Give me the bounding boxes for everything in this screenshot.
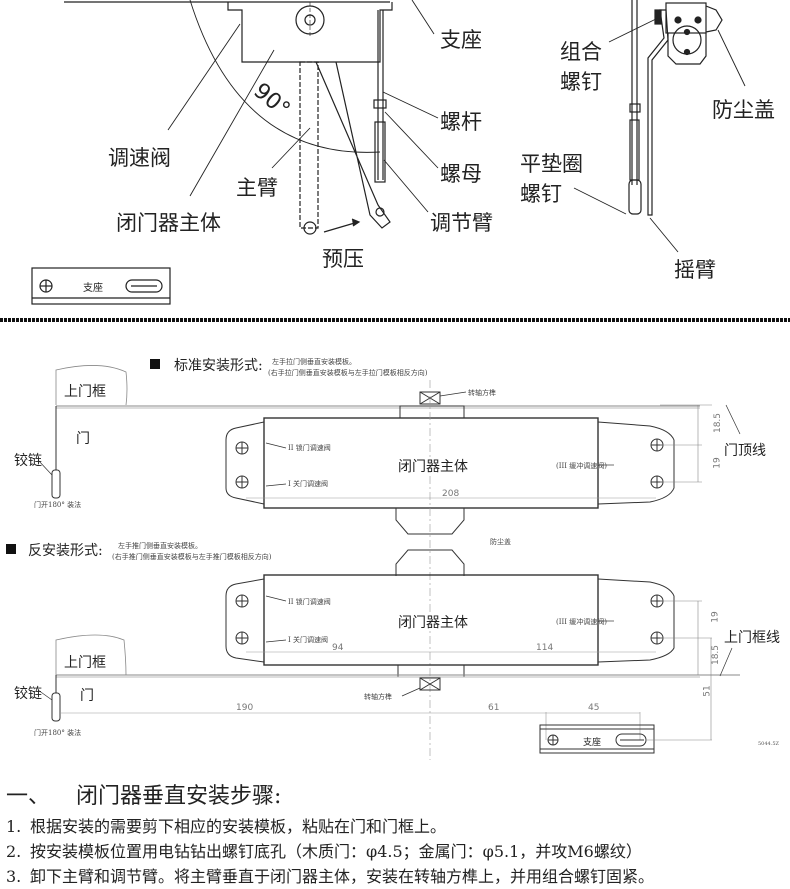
closer-body-std: [263, 417, 599, 509]
rev-dim-bottom: 18.5: [711, 644, 722, 666]
std-dim-spacing: 19: [712, 457, 723, 469]
label-screw-rod: 螺杆: [440, 110, 482, 134]
std-dim-length: 208: [442, 489, 460, 499]
main-arm-shape: [299, 61, 319, 229]
rev-dim-bracket-offset: 61: [488, 703, 500, 713]
top-assembly-drawing: [31, 0, 746, 305]
steps-title: 一、闭门器垂直安装步骤:: [6, 778, 654, 810]
angle-arc: [189, 0, 381, 153]
rev-body: 闭门器主体: [398, 615, 468, 631]
std-valve-1: I 关门调速阀: [288, 480, 328, 488]
heading-bullet-std: [150, 359, 160, 369]
label-combo-screw-1: 组合: [560, 40, 602, 64]
std-valve-2: II 锁门调速阀: [288, 444, 331, 452]
dust-cover-shape: [667, 33, 707, 65]
step-item: 1.根据安装的需要剪下相应的安装模板，粘贴在门和门框上。: [6, 817, 447, 836]
hinge-rev: [51, 692, 61, 722]
rev-note-2: (右手推门侧垂直安装模板与左手推门模板相反方向): [112, 553, 272, 561]
label-preload: 预压: [322, 247, 364, 271]
steps-section-title: 闭门器垂直安装步骤:: [76, 784, 282, 809]
hinge-std: [51, 469, 61, 499]
label-washer-screw-1: 平垫圈: [520, 152, 583, 176]
rev-valve-2: II 锁门调速阀: [288, 598, 331, 606]
label-support: 支座: [440, 28, 482, 52]
adjust-arm-shape: [315, 61, 391, 229]
std-door: 门: [76, 431, 90, 447]
label-nut: 螺母: [440, 162, 482, 186]
std-door-top-line: 门顶线: [724, 443, 766, 459]
label-closer-body: 闭门器主体: [116, 211, 221, 235]
rev-valve-3: (III 缓冲调速阀): [556, 618, 607, 626]
rev-frame-line: 上门框线: [724, 630, 780, 646]
label-combo-screw-2: 螺钉: [560, 70, 602, 94]
label-dust-cover: 防尘盖: [712, 98, 775, 122]
std-heading: 标准安装形式:: [174, 358, 263, 374]
main-arm-pin: [303, 221, 317, 235]
bracket-plate-rev: [539, 724, 655, 754]
rev-hinge: 铰链: [14, 686, 42, 702]
install-steps: 一、闭门器垂直安装步骤: 1.根据安装的需要剪下相应的安装模板，粘贴在门和门框上…: [6, 778, 654, 889]
rev-dim-left: 94: [332, 643, 344, 653]
rev-bracket: 支座: [583, 738, 602, 748]
heading-bullet-rev: [6, 544, 16, 554]
std-note-2: (右手拉门侧垂直安装模板与左手拉门模板相反方向): [268, 369, 428, 377]
bracket-plate-label: 支座: [83, 283, 103, 294]
label-speed-valve: 调速阀: [108, 146, 171, 170]
rev-dim-hinge: 190: [236, 703, 254, 713]
label-adjust-arm: 调节臂: [430, 211, 493, 235]
dotted-separator: [0, 318, 790, 322]
rev-dim-spacing: 19: [710, 611, 721, 623]
rev-door: 门: [80, 688, 94, 704]
std-body: 闭门器主体: [398, 459, 468, 475]
std-valve-3: (III 缓冲调速阀): [556, 462, 607, 470]
rev-note-1: 左手推门侧垂直安装模板。: [118, 542, 202, 550]
rev-dim-right: 114: [536, 643, 554, 653]
rev-heading: 反安装形式:: [28, 543, 103, 559]
rev-open-note: 门开180° 装法: [34, 729, 82, 737]
preload-arrow: [323, 221, 359, 233]
std-open-note: 门开180° 装法: [34, 501, 82, 509]
rev-dim-bracket-holes: 45: [588, 703, 600, 713]
rev-dim-vertical: 51: [702, 685, 713, 697]
bracket-plate: [31, 267, 171, 305]
steps-section-num: 一、: [6, 784, 51, 809]
rev-valve-1: I 关门调速阀: [288, 636, 328, 644]
std-hinge: 铰链: [14, 453, 42, 469]
std-upper-frame: 上门框: [64, 384, 106, 400]
label-washer-screw-2: 螺钉: [520, 182, 562, 206]
rev-spindle: 转轴方榫: [364, 693, 392, 701]
label-main-arm: 主臂: [236, 176, 278, 200]
step-item: 2.按安装模板位置用电钻钻出螺钉底孔（木质门：φ4.5；金属门：φ5.1，并攻M…: [6, 842, 642, 861]
std-note-1: 左手拉门侧垂直安装模板。: [272, 358, 356, 366]
drawing-code: 5044.5Z: [758, 741, 779, 747]
std-dim-top: 18.5: [713, 412, 724, 434]
dust-cover-label: 防尘盖: [490, 538, 511, 546]
label-rocker-arm: 摇臂: [674, 258, 716, 282]
std-spindle: 转轴方榫: [468, 389, 496, 397]
rocker-arm-shape: [647, 9, 669, 216]
rev-upper-frame: 上门框: [64, 655, 106, 671]
